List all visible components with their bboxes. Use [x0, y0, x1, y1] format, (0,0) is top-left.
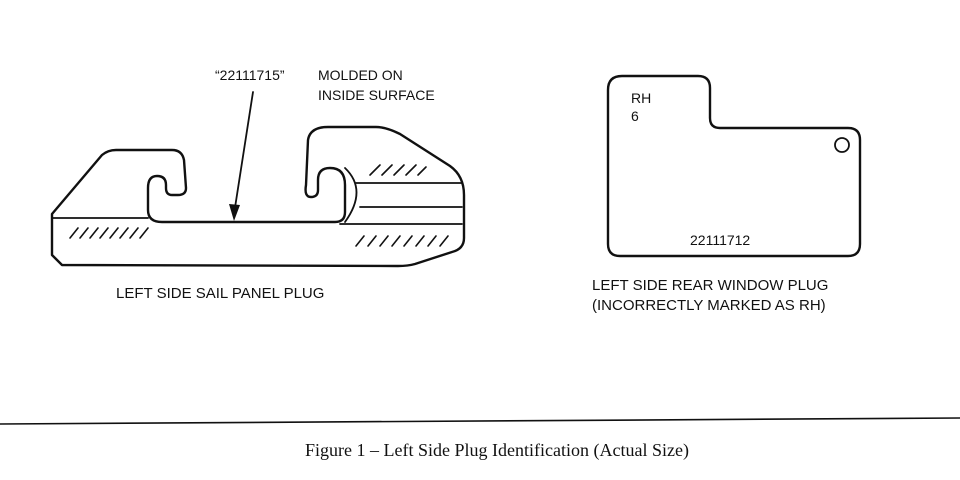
part-number-leader-arrow	[229, 91, 254, 221]
sail-plug-hatch-lower-left	[69, 227, 149, 239]
figure-divider	[0, 417, 960, 425]
window-plug-part-number: 22111712	[690, 232, 750, 248]
window-plug-caption-line-2: (INCORRECTLY MARKED AS RH)	[592, 297, 826, 314]
window-plug-hole	[834, 137, 850, 153]
window-plug-marking-6: 6	[631, 108, 639, 124]
molded-note-line-2: INSIDE SURFACE	[318, 87, 435, 103]
molded-note-line-1: MOLDED ON	[318, 67, 403, 83]
sail-plug-hatch-upper-right	[369, 164, 427, 176]
rear-window-plug-drawing	[606, 74, 862, 258]
sail-plug-section-curve	[344, 167, 358, 223]
sail-plug-part-number-callout: “22111715”	[215, 67, 285, 83]
sail-plug-caption: LEFT SIDE SAIL PANEL PLUG	[116, 285, 324, 302]
window-plug-outline	[606, 74, 862, 258]
sail-plug-outline	[50, 125, 466, 268]
figure-caption: Figure 1 – Left Side Plug Identification…	[305, 440, 689, 461]
sail-panel-plug-drawing	[50, 91, 466, 268]
sail-plug-hatch-lower-right	[355, 235, 449, 247]
window-plug-marking-rh: RH	[631, 90, 651, 106]
window-plug-caption-line-1: LEFT SIDE REAR WINDOW PLUG	[592, 277, 828, 294]
